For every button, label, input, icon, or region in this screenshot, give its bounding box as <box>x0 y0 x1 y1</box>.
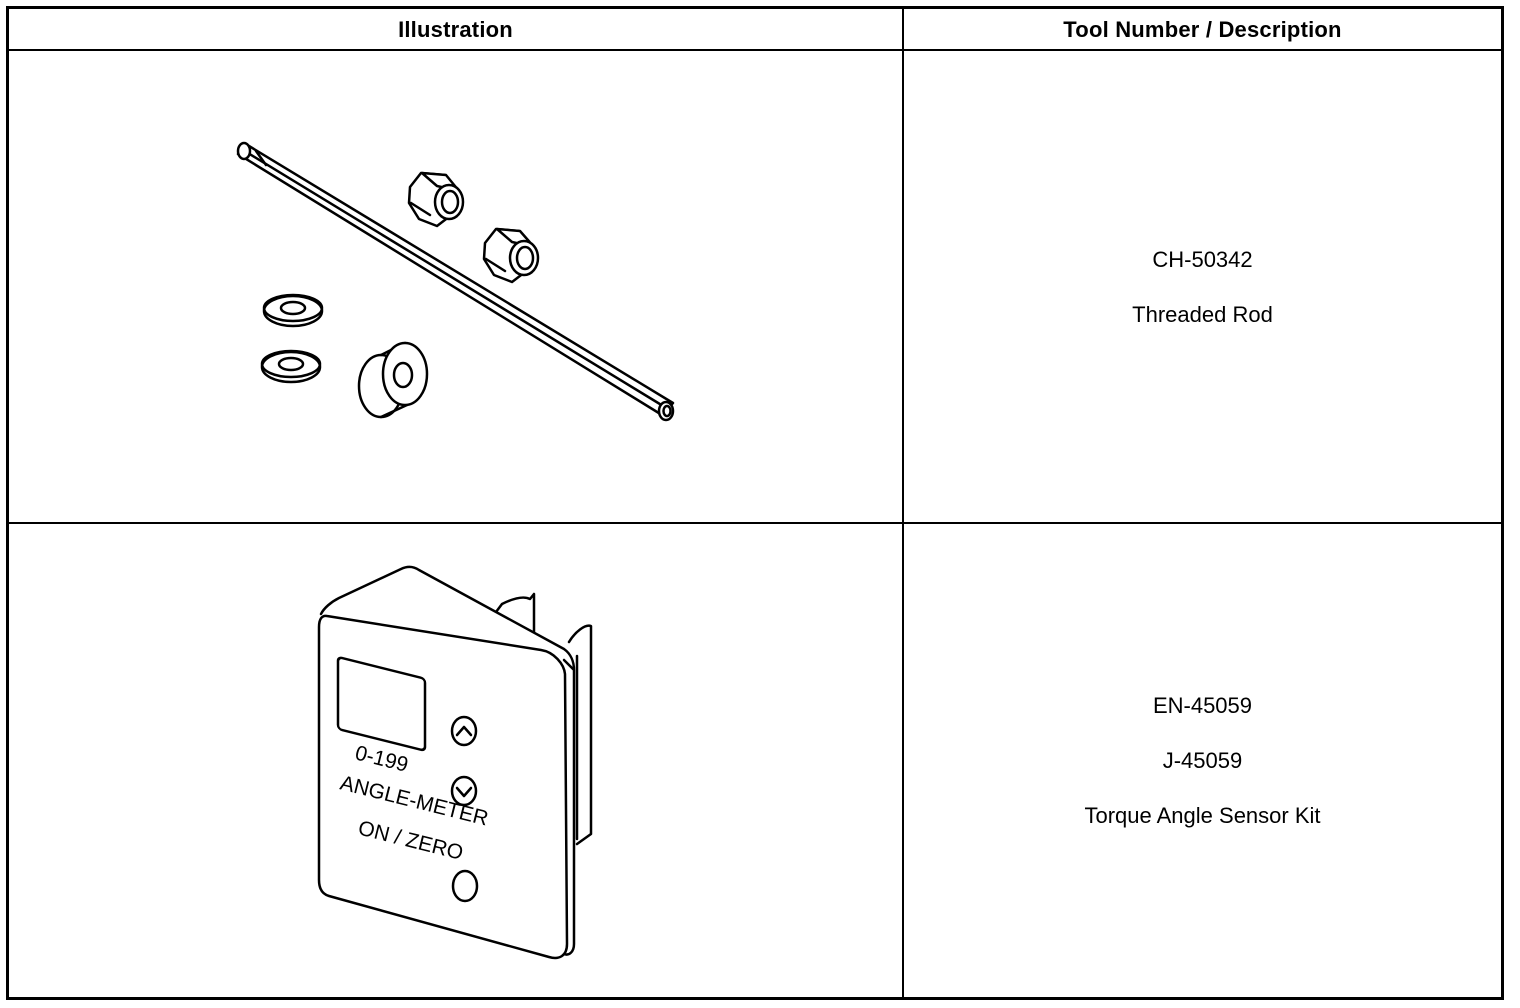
display-screen-icon <box>336 656 427 752</box>
angle-meter-drawing: 0-199 ANGLE-METER ON / ZERO <box>317 565 593 960</box>
tool-number: EN-45059 <box>1152 693 1253 718</box>
illustration-threaded-rod <box>9 51 902 522</box>
washer-icon <box>262 293 324 328</box>
illustration-angle-meter: 0-199 ANGLE-METER ON / ZERO <box>9 524 902 997</box>
nut-icon <box>407 171 465 228</box>
on-zero-button-icon <box>451 869 479 903</box>
header-tool-description: Tool Number / Description <box>1063 16 1342 42</box>
header-divider <box>9 49 1501 51</box>
row-divider <box>9 522 1501 524</box>
washer-icon <box>260 349 322 384</box>
spacer-icon <box>357 341 429 419</box>
nut-icon <box>482 227 540 284</box>
tool-number: CH-50342 <box>1152 246 1253 272</box>
description-angle-sensor: EN-45059 J-45059 Torque Angle Sensor Kit <box>904 524 1501 997</box>
up-button-icon <box>450 715 478 747</box>
tool-table: Illustration Tool Number / Description <box>6 6 1504 1000</box>
column-divider <box>902 9 904 997</box>
tool-description: Threaded Rod <box>1132 301 1273 327</box>
tool-number-alt: J-45059 <box>1162 748 1243 773</box>
description-threaded-rod: CH-50342 Threaded Rod <box>904 51 1501 522</box>
rod-icon <box>236 141 675 422</box>
device-body-icon <box>317 565 576 960</box>
tool-description: Torque Angle Sensor Kit <box>1084 803 1321 828</box>
threaded-rod-drawing <box>236 141 675 422</box>
header-illustration: Illustration <box>398 16 513 42</box>
down-button-icon <box>450 775 478 807</box>
